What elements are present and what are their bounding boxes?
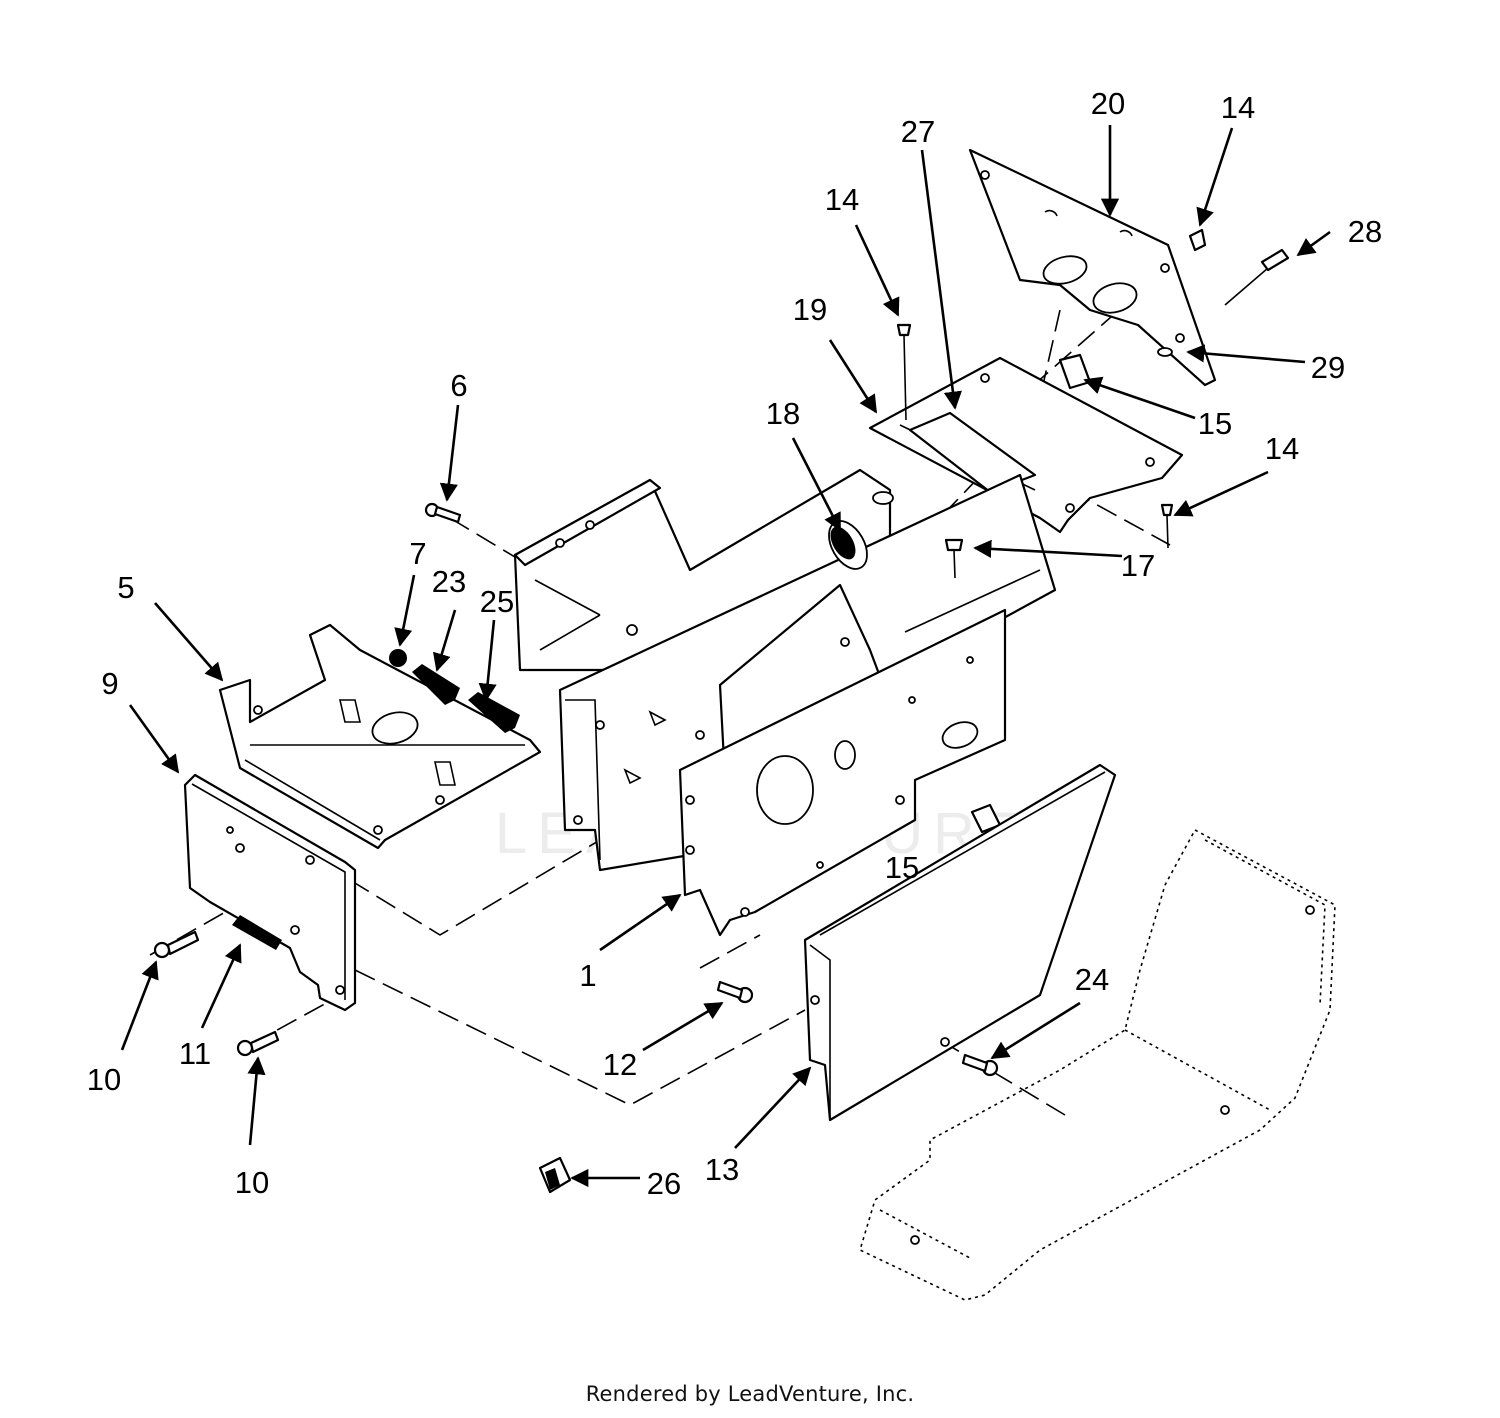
callout-10-left: 10 xyxy=(87,1062,121,1097)
part-11-spring xyxy=(232,915,282,950)
fasteners xyxy=(153,228,1290,1194)
part-1-frame-plate xyxy=(678,608,1007,937)
callout-13: 13 xyxy=(705,1152,739,1187)
callout-20: 20 xyxy=(1091,86,1125,121)
callout-6: 6 xyxy=(450,368,467,403)
part-5-floor-pan xyxy=(218,623,542,850)
part-13-side-panel xyxy=(803,763,1117,1122)
callout-15-lower: 15 xyxy=(885,850,919,885)
callout-9: 9 xyxy=(101,666,118,701)
callout-14-mid: 14 xyxy=(825,182,859,217)
callout-28: 28 xyxy=(1348,214,1382,249)
callout-11: 11 xyxy=(179,1036,211,1071)
callout-14-right: 14 xyxy=(1265,431,1299,466)
callout-15-upper: 15 xyxy=(1198,406,1232,441)
callout-1: 1 xyxy=(579,958,596,993)
callout-26: 26 xyxy=(647,1166,681,1201)
callout-23: 23 xyxy=(432,564,466,599)
callout-12: 12 xyxy=(603,1047,637,1082)
callout-10-bottom: 10 xyxy=(235,1165,269,1200)
callout-18: 18 xyxy=(766,396,800,431)
callout-29: 29 xyxy=(1311,350,1345,385)
callout-17: 17 xyxy=(1121,548,1155,583)
footer-credit: Rendered by LeadVenture, Inc. xyxy=(585,1382,915,1406)
part-9-front-panel xyxy=(183,773,357,1012)
callout-27: 27 xyxy=(901,114,935,149)
part-15-clip-upper xyxy=(1058,353,1092,390)
callout-19: 19 xyxy=(793,292,827,327)
callout-14-top: 14 xyxy=(1221,90,1255,125)
callout-labels: 20 14 27 14 28 19 29 6 18 15 14 7 17 23 … xyxy=(87,86,1382,1201)
seat-outline xyxy=(859,828,1336,1301)
leader-arrows xyxy=(120,125,1331,1188)
callout-24: 24 xyxy=(1075,962,1109,997)
callout-5: 5 xyxy=(117,570,134,605)
callout-7: 7 xyxy=(409,536,426,571)
callout-25: 25 xyxy=(480,584,514,619)
part-20-dash-panel xyxy=(968,148,1217,387)
